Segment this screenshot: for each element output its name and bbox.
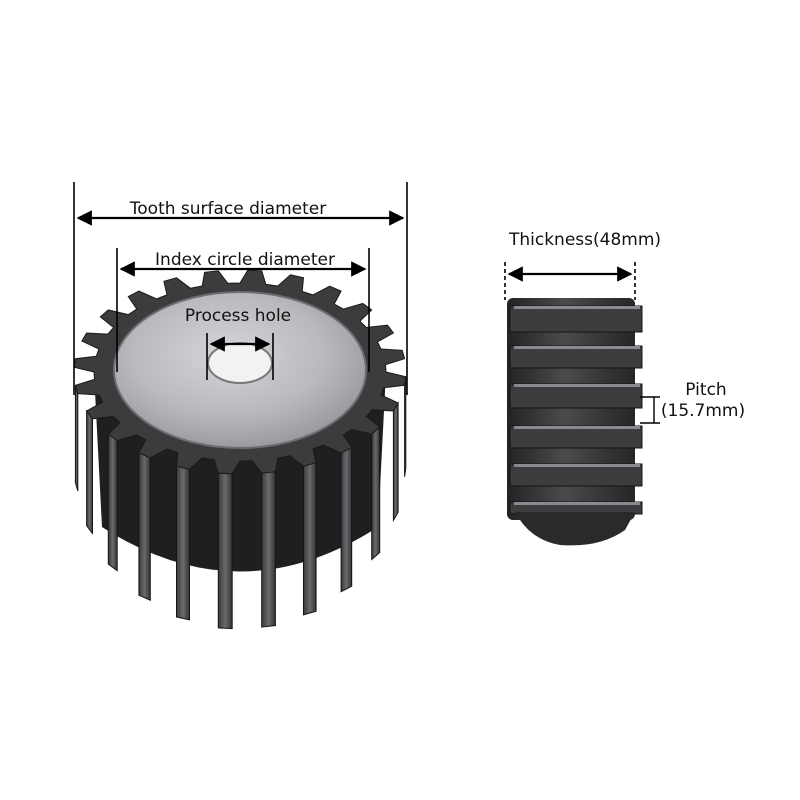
process-hole-label: Process hole (185, 306, 291, 326)
side-gear-tooth (509, 305, 643, 333)
gear-side-tooth (138, 452, 151, 601)
side-gear-tooth-highlight (514, 346, 640, 349)
pitch-value-label: (15.7mm) (661, 401, 745, 421)
process-hole (207, 342, 273, 384)
gear-side-tooth (261, 471, 276, 628)
side-gear-bottom-shadow (515, 512, 635, 546)
gear-side-tooth (371, 425, 381, 561)
gear-side-tooth (74, 385, 79, 492)
gear-side-tooth (340, 446, 353, 593)
front-gear (73, 269, 407, 630)
gear-side-tooth (176, 465, 190, 621)
tooth-surface-diameter-label: Tooth surface diameter (129, 199, 326, 219)
side-gear-tooth (509, 463, 643, 487)
side-gear-tooth-highlight (514, 384, 640, 387)
side-gear-tooth (509, 345, 643, 369)
gear-side-tooth (404, 376, 407, 477)
gear-hub-rim (113, 291, 367, 449)
gear-side-tooth (217, 472, 233, 630)
pitch-label: Pitch (685, 380, 726, 400)
side-gear-teeth (509, 305, 643, 515)
gear-side-tooth (86, 409, 93, 535)
thickness-label: Thickness(48mm) (508, 230, 661, 250)
annotation-labels: Tooth surface diameter Index circle diam… (129, 199, 745, 421)
side-gear-tooth-highlight (514, 464, 640, 467)
side-gear-tooth (509, 425, 643, 449)
side-gear-tooth-highlight (514, 426, 640, 429)
gear-side-tooth (107, 433, 118, 572)
index-circle-diameter-label: Index circle diameter (155, 250, 335, 270)
side-gear-tooth (509, 383, 643, 409)
side-gear-tooth-highlight (514, 502, 640, 505)
annotations (73, 182, 660, 424)
side-gear (507, 298, 643, 546)
gear-side-tooth (303, 461, 317, 616)
gear-side-tooth (392, 401, 399, 523)
side-gear-tooth-highlight (514, 306, 640, 309)
